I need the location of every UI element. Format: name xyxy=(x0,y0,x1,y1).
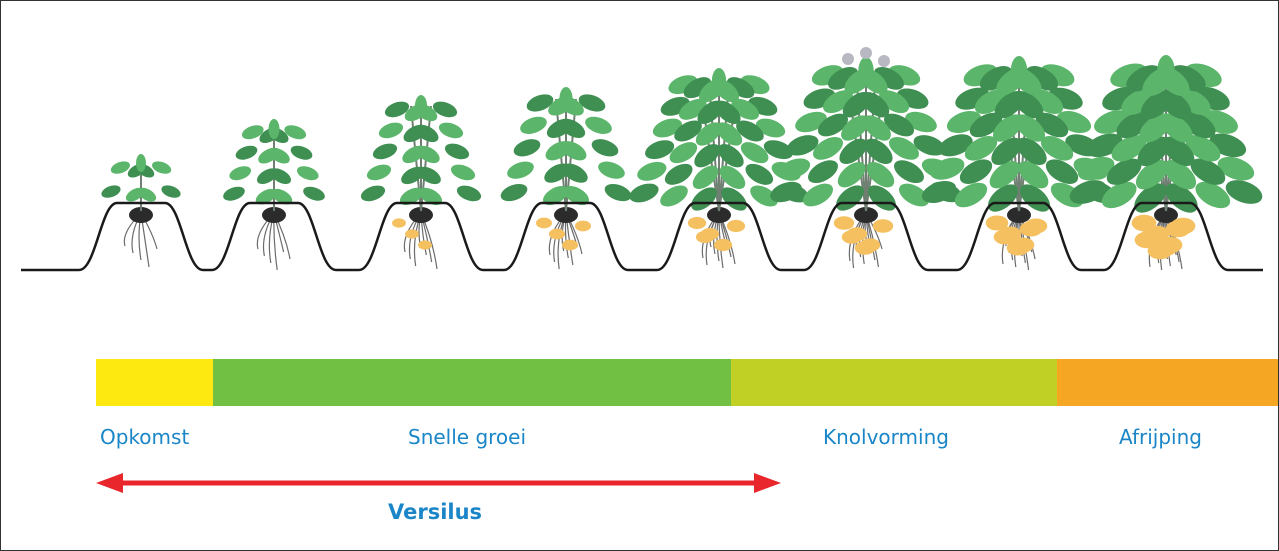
leaf xyxy=(371,141,399,163)
leaf xyxy=(359,183,387,205)
leaf xyxy=(890,156,928,188)
leaf xyxy=(661,159,696,189)
leaf xyxy=(505,158,536,182)
leaf xyxy=(657,181,692,211)
tuber xyxy=(727,220,745,232)
phase-label-afrijping: Afrijping xyxy=(1119,424,1202,450)
tuber xyxy=(834,216,854,230)
tuber xyxy=(855,241,875,255)
leaf xyxy=(511,136,542,160)
tuber xyxy=(549,229,565,240)
ridge-profile xyxy=(21,203,1263,270)
tuber xyxy=(1020,221,1043,236)
leaf xyxy=(443,141,471,163)
phase-label-opkomst: Opkomst xyxy=(100,424,189,450)
tuber xyxy=(536,218,552,229)
versilus-arrow-head-right xyxy=(754,473,781,493)
leaf xyxy=(712,68,726,94)
leaf xyxy=(627,180,661,206)
versilus-label: Versilus xyxy=(388,498,482,526)
tuber xyxy=(575,221,591,232)
leaf xyxy=(455,183,483,205)
tubers-layer xyxy=(392,215,1195,259)
leaf xyxy=(136,154,146,172)
tuber xyxy=(405,229,419,238)
tuber xyxy=(1007,240,1030,255)
leaf xyxy=(1157,55,1175,87)
leaf xyxy=(269,119,280,139)
leaf xyxy=(295,163,320,182)
flower xyxy=(860,47,872,59)
leaf xyxy=(1011,56,1028,86)
tuber xyxy=(418,240,432,249)
phase-bar-knolvorming xyxy=(731,359,1057,406)
leaf xyxy=(589,136,620,160)
phase-label-knolvorming: Knolvorming xyxy=(823,424,949,450)
tuber xyxy=(873,219,893,233)
leaf xyxy=(602,181,633,205)
plant-stage-1 xyxy=(100,154,183,267)
leaf xyxy=(415,95,427,117)
versilus-arrow-head-left xyxy=(96,473,123,493)
flower xyxy=(842,53,854,65)
leaf xyxy=(437,120,465,142)
leaf xyxy=(518,113,549,137)
leaf xyxy=(365,162,393,184)
flower xyxy=(878,55,890,67)
tuber xyxy=(688,217,706,229)
leaf xyxy=(742,159,777,189)
tuber xyxy=(1166,221,1191,237)
versilus-arrow xyxy=(96,473,781,493)
tuber xyxy=(1148,243,1173,259)
leaf xyxy=(228,163,253,182)
phase-bar-snelle-groei xyxy=(213,359,731,406)
phase-bar-opkomst xyxy=(96,359,213,406)
leaf xyxy=(377,120,405,142)
leaf xyxy=(289,143,314,162)
leaf xyxy=(221,184,246,203)
leaf xyxy=(100,183,123,200)
leaf xyxy=(449,162,477,184)
tuber xyxy=(696,231,714,243)
plant-stage-2 xyxy=(221,119,326,270)
tuber xyxy=(714,239,732,251)
tuber xyxy=(562,240,578,251)
tuber xyxy=(392,218,406,227)
phase-bar-afrijping xyxy=(1057,359,1278,406)
leaf xyxy=(234,143,259,162)
leaf xyxy=(858,57,873,85)
phase-label-snelle-groei: Snelle groei xyxy=(408,424,526,450)
leaf xyxy=(596,158,627,182)
leaf xyxy=(583,113,614,137)
leaf xyxy=(804,156,842,188)
leaf xyxy=(498,181,529,205)
leaf xyxy=(160,183,183,200)
plants-layer xyxy=(100,47,1266,270)
tuber xyxy=(842,230,862,244)
leaf xyxy=(301,184,326,203)
leaf xyxy=(635,158,669,184)
leaf xyxy=(559,87,572,111)
